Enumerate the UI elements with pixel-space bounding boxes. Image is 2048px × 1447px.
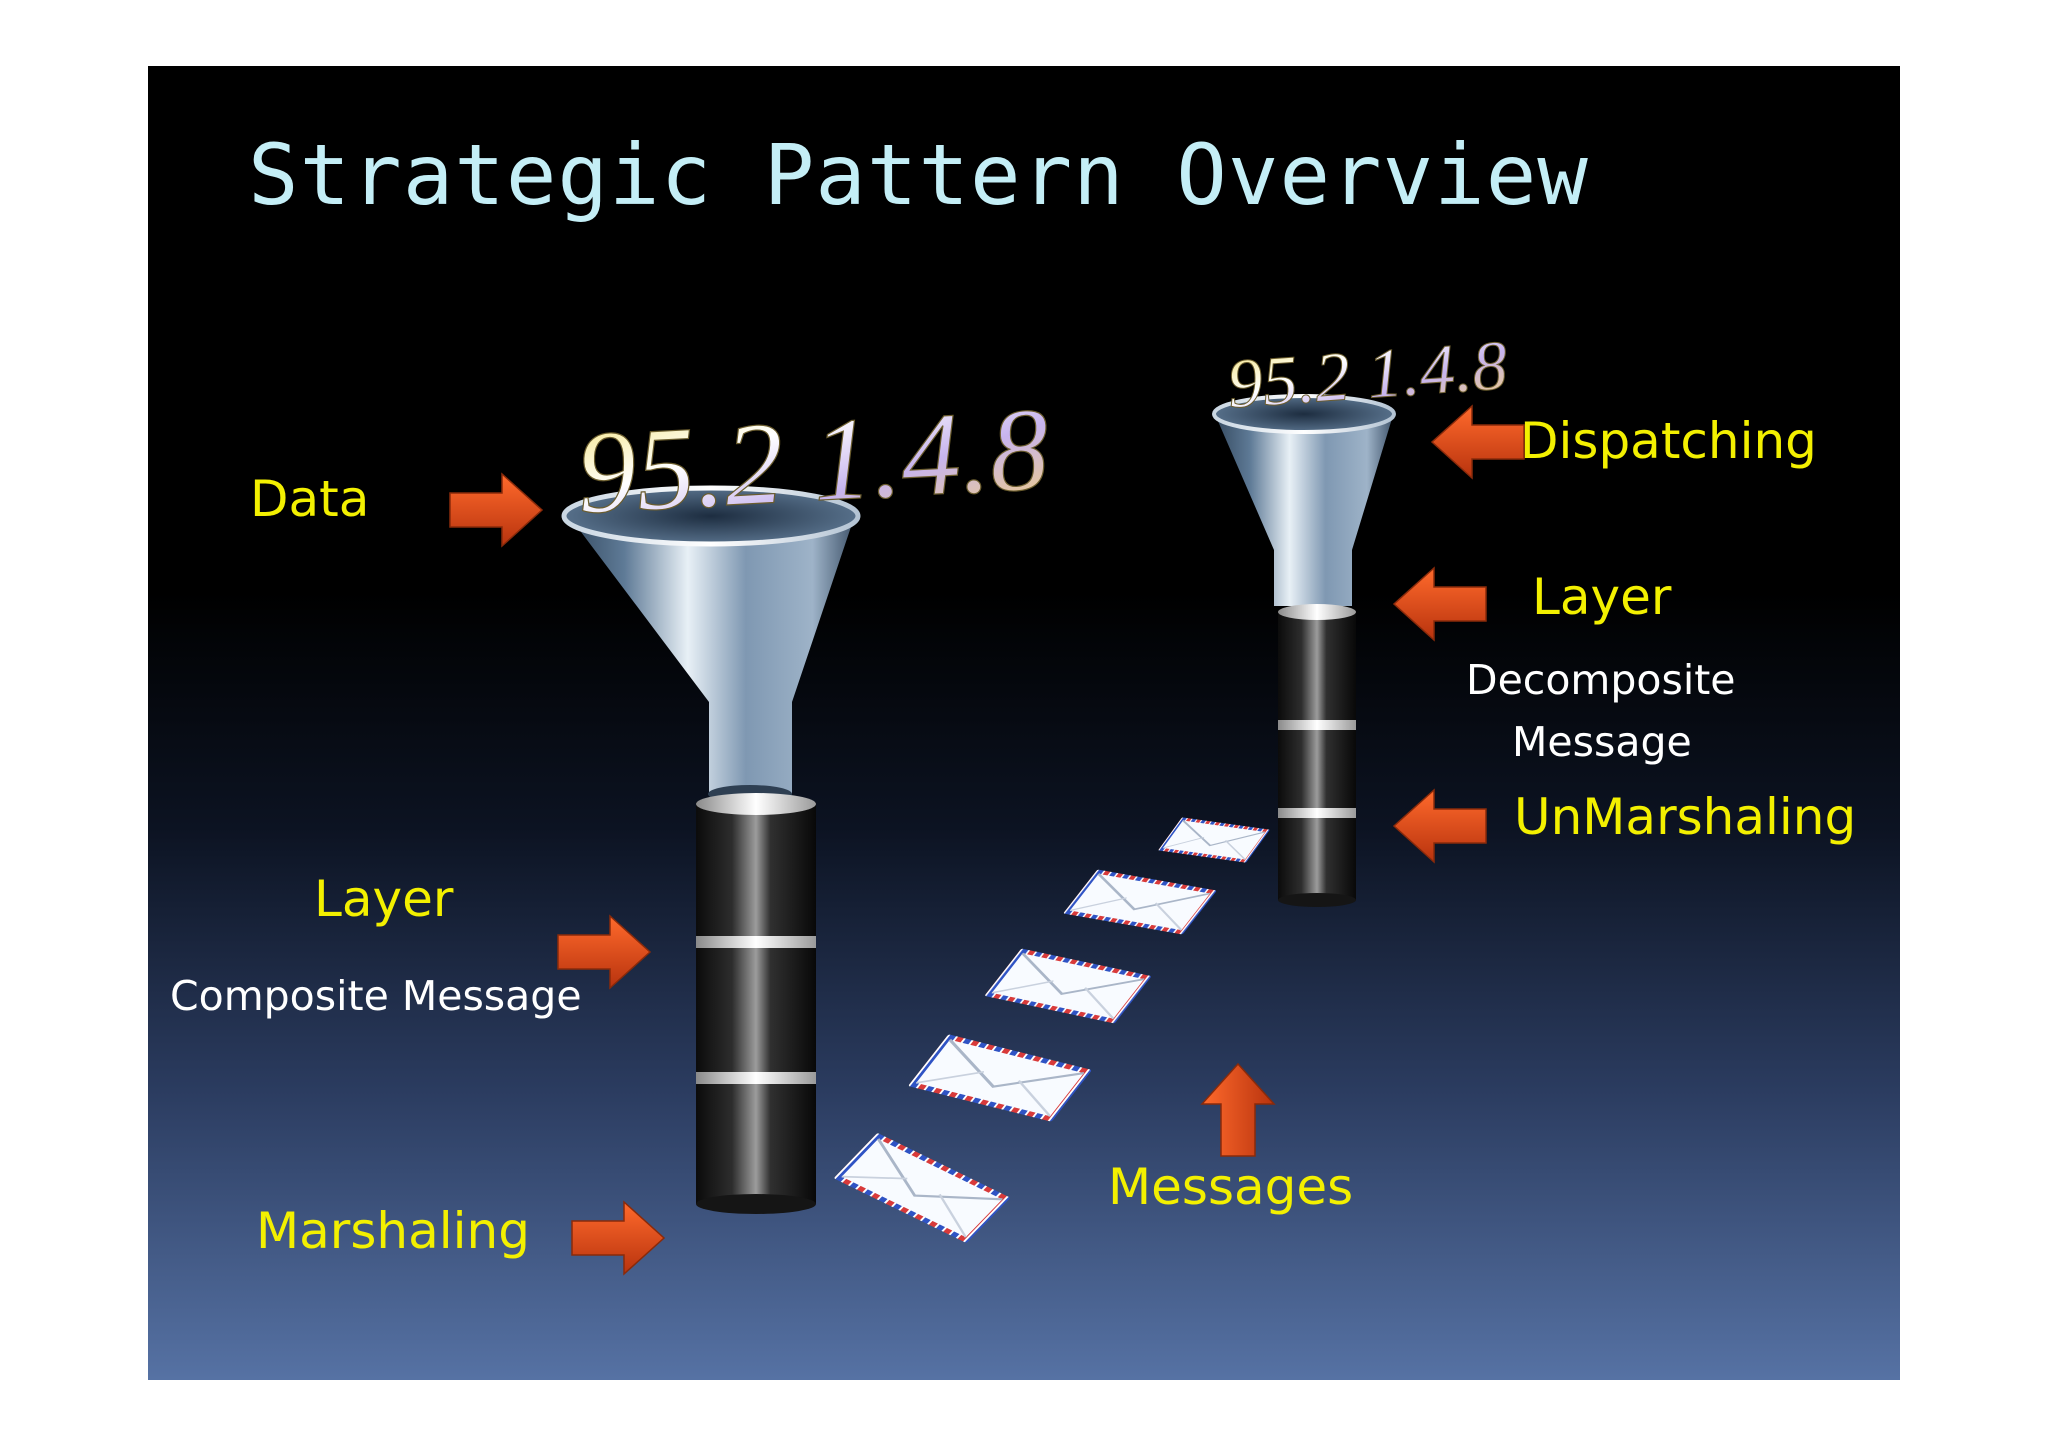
slide-title: Strategic Pattern Overview: [248, 126, 1589, 224]
right-funnel-icon: [1212, 394, 1396, 606]
decomposite-message-label: Message: [1512, 718, 1692, 766]
messages-arrow-icon: [1201, 1063, 1275, 1157]
message-envelope-icon: [906, 1032, 1094, 1124]
decomposite-label: Decomposite: [1466, 656, 1736, 704]
left-data-digits: 95.2 1.4.8: [574, 383, 1052, 539]
data-arrow-icon: [449, 473, 543, 547]
layer-left-label: Layer: [314, 870, 454, 928]
left-funnel-icon: [561, 485, 861, 803]
message-envelope-icon: [983, 947, 1153, 1025]
message-envelope-icon: [1061, 868, 1219, 936]
messages-label: Messages: [1108, 1158, 1354, 1216]
unmarshaling-label: UnMarshaling: [1514, 788, 1857, 846]
message-envelope-icon: [832, 1131, 1012, 1245]
message-envelope-icon: [1157, 816, 1271, 864]
right-data-digits: 95.2 1.4.8: [1225, 327, 1510, 423]
dispatching-label: Dispatching: [1520, 412, 1817, 470]
dispatching-arrow-icon: [1431, 405, 1525, 479]
composite-message-label: Composite Message: [170, 972, 582, 1020]
left-cylinder-icon: [696, 793, 816, 1214]
diagram-scene: 95.2 1.4.8 95.2 1.4.8: [449, 327, 1525, 1275]
layer-right-arrow-icon: [1393, 567, 1487, 641]
layer-right-label: Layer: [1532, 568, 1672, 626]
data-label: Data: [250, 470, 370, 528]
unmarshaling-arrow-icon: [1393, 789, 1487, 863]
slide: Strategic Pattern Overview: [148, 66, 1900, 1380]
right-cylinder-icon: [1278, 604, 1356, 907]
marshaling-arrow-icon: [571, 1201, 665, 1275]
marshaling-label: Marshaling: [256, 1202, 530, 1260]
